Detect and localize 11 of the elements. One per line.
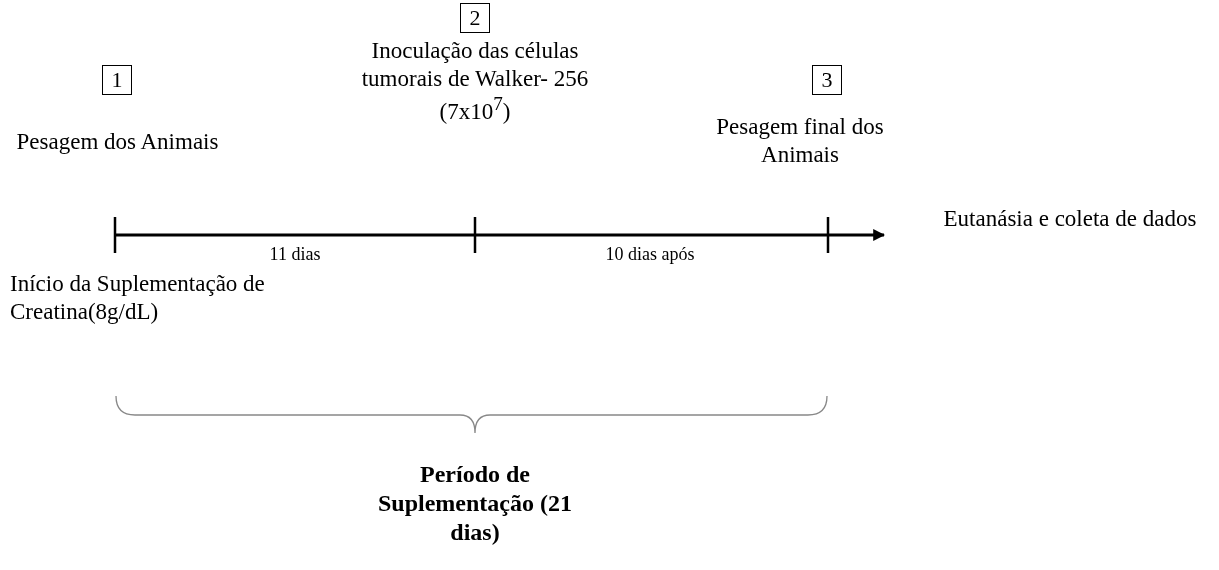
period-label: Período de Suplementação (21 dias) [377,460,573,547]
step-number-box: 2 [460,3,490,33]
step-number-box: 3 [812,65,842,95]
step-number-box: 1 [102,65,132,95]
duration-label: 11 dias [268,244,322,266]
step-description: Pesagem final dos Animais [715,113,885,169]
duration-label: 10 dias após [604,244,696,266]
start-step-text: Início da Suplementação de Creatina(8g/dL) [10,270,266,326]
step-description: Inoculação das células tumorais de Walker- 256 (7x10$^{7}$) [360,37,590,126]
end-step-text: Eutanásia e coleta de dados [942,205,1198,233]
step-description: Pesagem dos Animais [15,128,220,156]
